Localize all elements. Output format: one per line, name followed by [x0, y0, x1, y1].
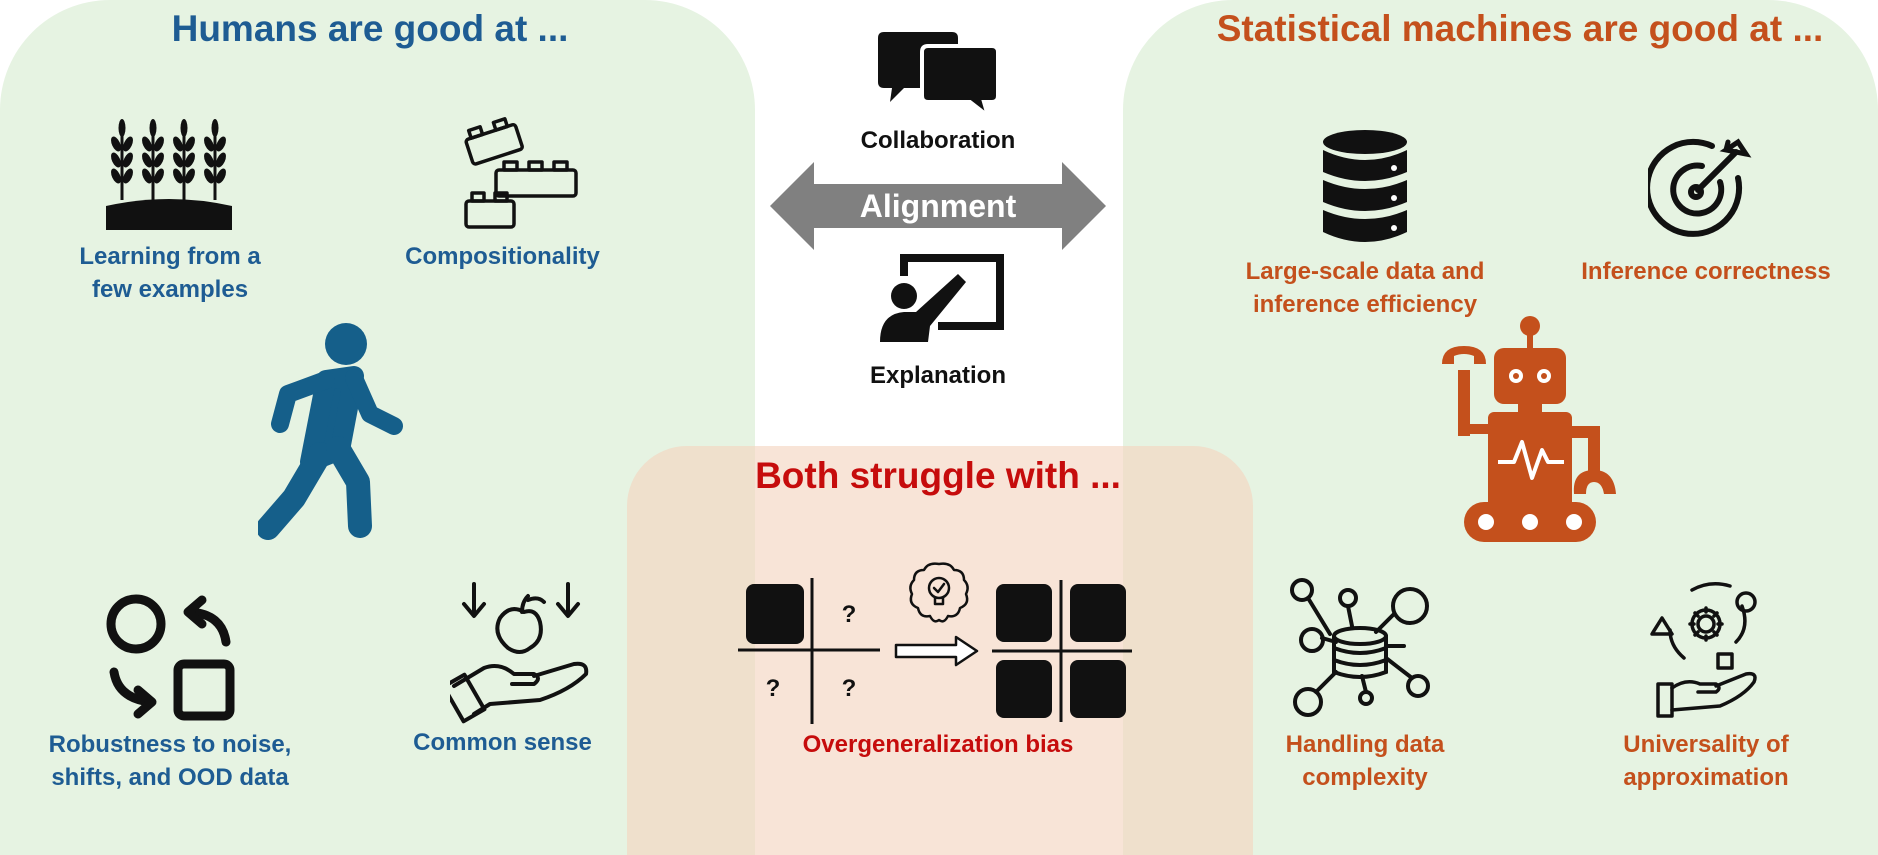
- target-icon: [1648, 138, 1752, 242]
- handling-data-complexity-label: Handling data complexity: [1285, 731, 1445, 791]
- explanation-label: Explanation: [869, 362, 1007, 389]
- database-icon: [1322, 130, 1408, 246]
- robot-icon: [1440, 314, 1616, 542]
- grid-partial-icon: [738, 578, 882, 724]
- hand-shapes-gear-icon: [1650, 580, 1760, 722]
- grid-full-icon: [992, 580, 1134, 722]
- question-mark-1: ?: [841, 601, 857, 628]
- learning-few-examples-label: Learning from a few examples: [79, 243, 261, 303]
- building-blocks-icon: [462, 116, 582, 230]
- alignment-label: Alignment: [859, 188, 1017, 224]
- data-network-icon: [1286, 576, 1434, 720]
- machines-heading: Statistical machines are good at ...: [1216, 8, 1824, 49]
- large-scale-data-label: Large-scale data and inference efficienc…: [1245, 258, 1485, 318]
- wheat-icon: [104, 114, 234, 230]
- question-mark-2: ?: [765, 675, 781, 702]
- robustness-label: Robustness to noise, shifts, and OOD dat…: [48, 731, 292, 791]
- walking-person-icon: [258, 322, 408, 544]
- compositionality-label: Compositionality: [405, 243, 600, 270]
- right-arrow-icon: [894, 634, 980, 668]
- shapes-cycle-icon: [104, 592, 236, 722]
- chat-bubbles-icon: [878, 30, 1000, 118]
- common-sense-label: Common sense: [413, 729, 592, 756]
- overgeneralization-label: Overgeneralization bias: [802, 731, 1074, 758]
- collaboration-label: Collaboration: [860, 127, 1016, 154]
- humans-heading: Humans are good at ...: [171, 8, 569, 49]
- teacher-board-icon: [876, 254, 1006, 342]
- hand-apple-icon: [450, 578, 594, 724]
- lightbulb-brain-icon: [906, 560, 972, 626]
- inference-correctness-label: Inference correctness: [1581, 258, 1831, 285]
- question-mark-3: ?: [841, 675, 857, 702]
- alignment-double-arrow-icon: [770, 162, 1106, 250]
- both-heading: Both struggle with ...: [755, 455, 1121, 496]
- universality-label: Universality of approximation: [1623, 731, 1789, 791]
